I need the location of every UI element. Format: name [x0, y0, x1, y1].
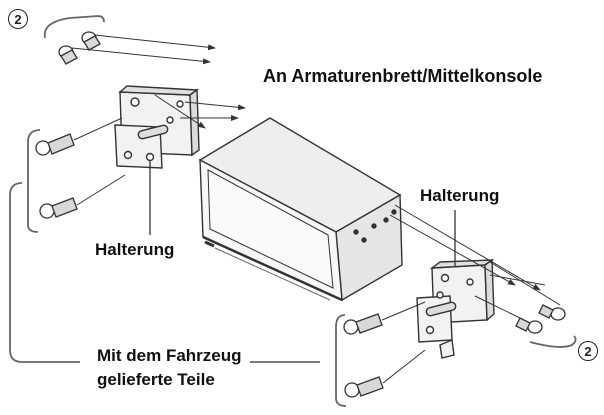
callout-screws-top: 2	[8, 9, 28, 29]
left-bracket	[114, 85, 200, 169]
callout-screws-bottom: 2	[578, 341, 598, 361]
screw-right-2	[344, 376, 384, 398]
screw-top-1	[58, 45, 78, 65]
label-supplied-parts-line2: gelieferte Teile	[97, 370, 215, 389]
screw-left-2	[39, 197, 78, 219]
label-bracket-left: Halterung	[95, 240, 175, 259]
screw-bottom-1	[515, 317, 543, 334]
leader-lines	[149, 160, 456, 266]
label-supplied-parts-line1: Mit dem Fahrzeug	[97, 346, 242, 365]
screw-right-1	[343, 313, 383, 335]
screw-bottom-2	[538, 304, 566, 321]
label-dashboard: An Armaturenbrett/Mittelkonsole	[263, 66, 543, 86]
label-bracket-right: Halterung	[420, 186, 500, 205]
screw-left-1	[35, 133, 75, 156]
screw-top-2	[81, 31, 101, 51]
grouping-braces	[9, 15, 577, 407]
right-bracket	[416, 258, 495, 359]
guide-arrows	[71, 34, 561, 384]
head-unit	[198, 117, 403, 302]
